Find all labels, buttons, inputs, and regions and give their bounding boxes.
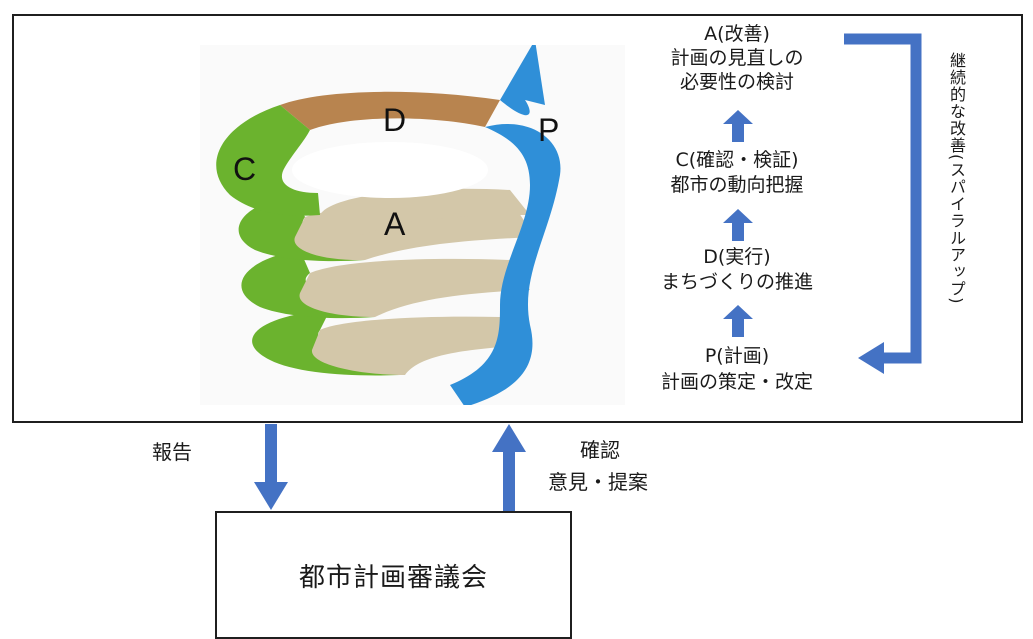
letter-p: P <box>538 112 559 148</box>
plan-detail: 計画の策定・改定 <box>660 371 813 393</box>
city-planning-council-box: 都市計画審議会 <box>215 511 572 639</box>
pdca-cycle-steps: A(改善) 計画の見直しの 必要性の検討 C(確認・検証) 都市の動向把握 D(… <box>628 22 846 410</box>
check-detail: 都市の動向把握 <box>670 174 804 196</box>
feedback-label-1: 確認 <box>580 438 620 462</box>
do-band <box>280 91 500 130</box>
arrow-p-to-d <box>723 305 753 337</box>
act-band-3 <box>311 316 525 375</box>
act-title: A(改善) <box>704 23 770 45</box>
loop-back-arrow <box>844 33 922 374</box>
feedback-arrow <box>492 424 526 511</box>
act-band-top <box>319 188 530 235</box>
act-detail-1: 計画の見直しの <box>670 47 804 69</box>
council-label: 都市計画審議会 <box>298 562 488 593</box>
plan-title: P(計画) <box>704 345 770 367</box>
report-label: 報告 <box>152 440 192 464</box>
continuous-improvement-label: 継続的な改善(スパイラルアップ) <box>947 52 966 305</box>
letter-d: D <box>383 102 406 138</box>
arrow-d-to-c <box>723 209 753 241</box>
check-title: C(確認・検証) <box>675 149 799 171</box>
arrow-c-to-a <box>723 110 753 142</box>
plan-band <box>450 123 561 405</box>
feedback-label-2: 意見・提案 <box>548 470 648 494</box>
letter-c: C <box>233 151 256 187</box>
act-detail-2: 必要性の検討 <box>679 71 794 93</box>
check-band-top <box>216 105 320 216</box>
letter-a: A <box>384 206 406 242</box>
spiral-hole <box>292 142 488 198</box>
report-arrow <box>254 424 288 510</box>
act-band-2 <box>299 258 530 317</box>
plan-arrow-head <box>500 45 545 116</box>
pdca-spiral-illustration: P D C A <box>200 45 625 405</box>
do-title: D(実行) <box>703 246 771 268</box>
do-detail: まちづくりの推進 <box>660 271 813 293</box>
